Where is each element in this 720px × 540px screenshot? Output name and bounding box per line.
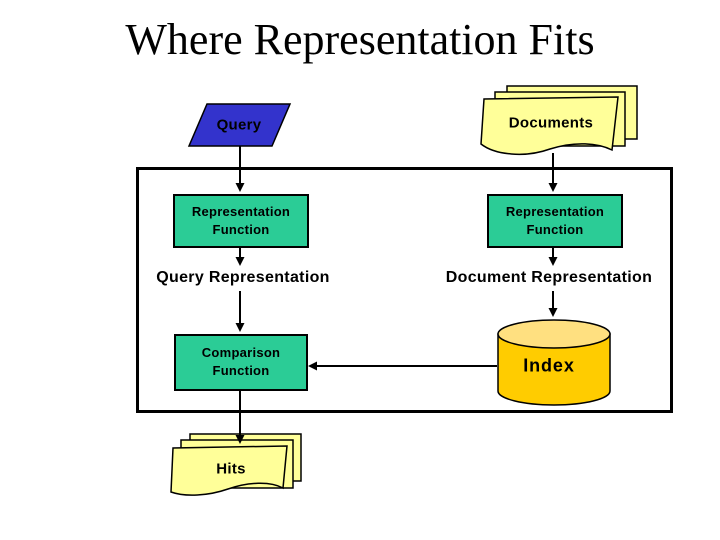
hits-label: Hits <box>216 460 246 478</box>
arrows <box>235 146 558 444</box>
document-representation-label: Document Representation <box>445 268 653 286</box>
query-representation-label: Query Representation <box>156 268 330 286</box>
system-boundary-box <box>136 167 673 413</box>
document-representation-function-label: Representation Function <box>505 203 605 237</box>
index-label: Index <box>523 355 575 376</box>
comparison-function-label: Comparison Function <box>201 344 281 378</box>
document-sheet-front-icon <box>480 96 619 155</box>
index-cylinder-body <box>497 333 611 406</box>
document-representation-function-box <box>487 194 623 248</box>
documents-label: Documents <box>508 114 594 132</box>
hits-stack <box>170 433 302 496</box>
query-representation-function-label: Representation Function <box>191 203 291 237</box>
query-label: Query <box>216 116 262 134</box>
query-parallelogram <box>187 103 292 147</box>
index-cylinder <box>497 319 611 406</box>
hits-sheet-front-icon <box>170 445 288 496</box>
slide-title: Where Representation Fits <box>125 15 595 64</box>
query-representation-function-box <box>173 194 309 248</box>
comparison-function-box <box>174 334 308 391</box>
documents-stack <box>480 85 638 155</box>
index-cylinder-top <box>497 319 611 349</box>
